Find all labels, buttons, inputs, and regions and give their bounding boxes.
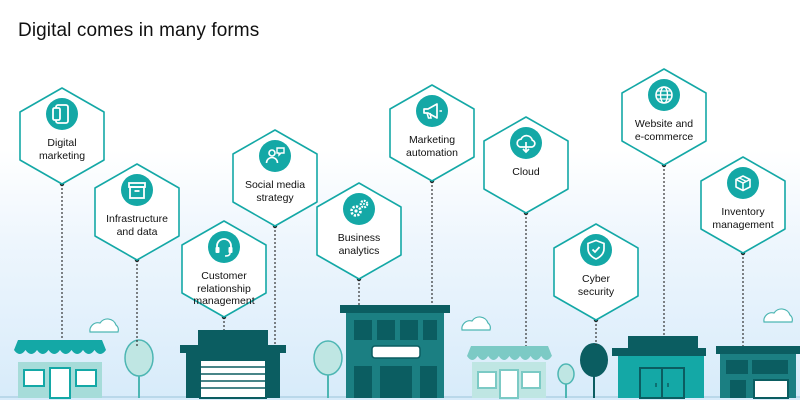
page-title: Digital comes in many forms [18, 20, 260, 41]
shop-garage [180, 330, 286, 399]
shield-check-icon [580, 234, 612, 266]
tablet-icon [46, 98, 78, 130]
gears-icon [343, 193, 375, 225]
hexagon-shape [19, 87, 105, 185]
cloud-2 [461, 316, 492, 331]
hexagon-shape [553, 223, 639, 321]
hexagon-shape [389, 84, 475, 182]
hexagon-shape [483, 116, 569, 214]
hexagon-shape [232, 129, 318, 227]
hexagon-shape [316, 182, 402, 280]
archive-box-icon [121, 174, 153, 206]
shop-right [612, 336, 706, 399]
tree-1 [124, 339, 154, 398]
cloud-3 [763, 308, 794, 323]
headset-icon [208, 231, 240, 263]
boxes-icon [727, 167, 759, 199]
node-label: Cloud [512, 166, 540, 178]
tree-3 [557, 363, 575, 398]
shop-awning [467, 346, 552, 399]
hexagon-shape [181, 220, 267, 318]
node-cloud: Cloud [482, 115, 570, 215]
hexagon-shape [700, 156, 786, 254]
cloud-1 [89, 318, 120, 333]
hexagon-shape [621, 68, 707, 166]
shop-far-right [716, 346, 800, 399]
chat-users-icon [259, 140, 291, 172]
megaphone-icon [416, 95, 448, 127]
globe-icon [648, 79, 680, 111]
shop-left [14, 340, 106, 399]
shop-center [340, 305, 450, 398]
tree-4 [580, 343, 608, 398]
cloud-download-icon [510, 127, 542, 159]
tree-2 [313, 340, 343, 398]
hexagon-shape [94, 163, 180, 261]
